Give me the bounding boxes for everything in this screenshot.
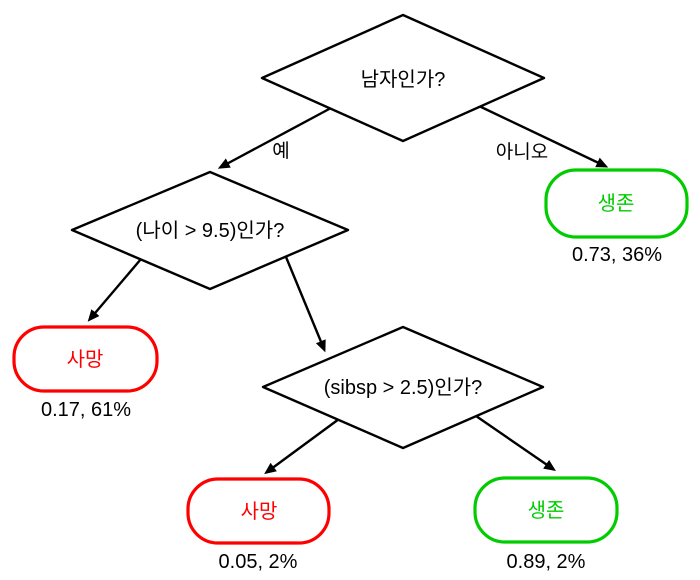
edge-age-right [284, 255, 326, 353]
tree-edges: 예 아니오 [87, 104, 609, 475]
leaf-node-death-sibsp [186, 477, 331, 545]
leaf-node-death-sibsp-label: 사망 [241, 500, 278, 523]
leaf-node-survive-sibsp [473, 476, 619, 544]
leaf-node-death-sibsp-stats: 0.05, 2% [219, 551, 298, 573]
decision-node-age-label: (나이 > 9.5)인가? [136, 219, 285, 242]
leaf-node-death-age-label: 사망 [67, 348, 104, 371]
decision-node-gender [260, 13, 546, 143]
decision-node-age [70, 170, 350, 291]
leaf-node-survive-female-label: 생존 [598, 192, 635, 215]
edge-root-yes [217, 106, 333, 169]
decision-node-sibsp [261, 325, 545, 450]
decision-node-gender-label: 남자인가? [361, 68, 446, 91]
edge-root-no [477, 104, 609, 168]
decision-node-sibsp-label: (sibsp > 2.5)인가? [324, 376, 483, 399]
edge-age-left [87, 257, 143, 322]
leaf-node-death-age [12, 325, 159, 393]
edge-label-yes: 예 [272, 140, 289, 162]
leaf-node-survive-female [544, 168, 689, 239]
edge-sibsp-left [264, 417, 341, 475]
leaf-node-survive-sibsp-label: 생존 [528, 499, 565, 522]
leaf-node-survive-sibsp-stats: 0.89, 2% [507, 551, 586, 573]
leaf-nodes: 생존 0.73, 36% 사망 0.17, 61% 사망 0.05, 2% 생존… [12, 168, 689, 573]
decision-nodes: 남자인가? (나이 > 9.5)인가? (sibsp > 2.5)인가? [70, 13, 546, 450]
leaf-node-death-age-stats: 0.17, 61% [41, 399, 131, 421]
leaf-node-survive-female-stats: 0.73, 36% [572, 244, 662, 266]
edge-sibsp-right [474, 414, 556, 472]
edge-label-no: 아니오 [496, 141, 548, 163]
